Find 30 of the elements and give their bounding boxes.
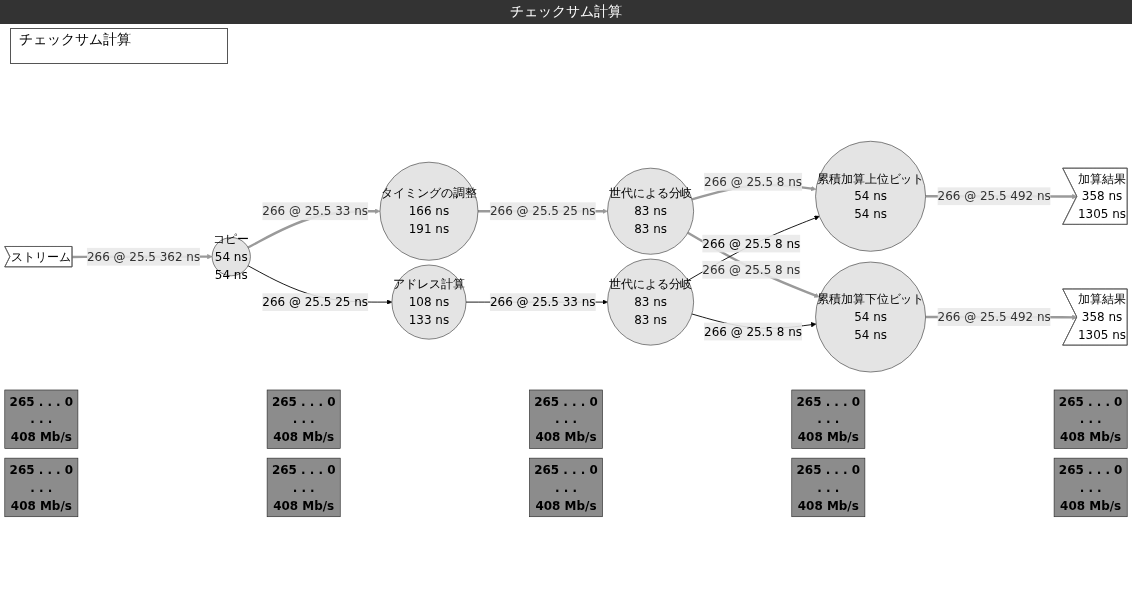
edge-label: 266 @ 25.5 492 ns: [937, 189, 1051, 204]
node-circle: タイミングの調整 166 ns 191 ns: [379, 161, 479, 261]
node-circle: 世代による分岐 83 ns 83 ns: [607, 258, 694, 346]
panel-label: チェックサム計算: [10, 28, 228, 64]
node-circle: 累積加算上位ビット 54 ns 54 ns: [815, 140, 926, 252]
window-title: チェックサム計算: [0, 0, 1132, 24]
node-box: 265 . . . 0 . . . 408 Mb/s: [791, 389, 866, 449]
edge-label: 266 @ 25.5 25 ns: [489, 204, 596, 219]
edge-label: 266 @ 25.5 33 ns: [489, 294, 596, 310]
edge-label: 266 @ 25.5 8 ns: [704, 324, 803, 339]
edge-label: 266 @ 25.5 8 ns: [702, 236, 801, 251]
node-box: 265 . . . 0 . . . 408 Mb/s: [1053, 389, 1128, 449]
edge-label: 266 @ 25.5 33 ns: [262, 204, 368, 219]
node-box: 265 . . . 0 . . . 408 Mb/s: [4, 389, 79, 449]
node-box: 265 . . . 0 . . . 408 Mb/s: [529, 457, 603, 518]
edge-label: 266 @ 25.5 492 ns: [937, 309, 1051, 325]
node-box: 265 . . . 0 . . . 408 Mb/s: [791, 457, 866, 518]
node-circle: 世代による分岐 83 ns 83 ns: [607, 167, 694, 255]
node-box: 265 . . . 0 . . . 408 Mb/s: [529, 389, 603, 449]
node-box: 265 . . . 0 . . . 408 Mb/s: [266, 457, 341, 518]
edge-label: 266 @ 25.5 8 ns: [702, 262, 801, 277]
node-box: 265 . . . 0 . . . 408 Mb/s: [1053, 457, 1128, 518]
node-label: コピー: [213, 231, 250, 246]
edge-label: 266 @ 25.5 362 ns: [86, 249, 201, 264]
node-circle: アドレス計算 108 ns 133 ns: [391, 264, 467, 340]
node-circle: 累積加算下位ビット 54 ns 54 ns: [815, 261, 926, 373]
node-box: 265 . . . 0 . . . 408 Mb/s: [266, 389, 341, 449]
edge-label: 266 @ 25.5 8 ns: [704, 174, 803, 189]
edge-label: 266 @ 25.5 25 ns: [262, 294, 368, 310]
node-box: 265 . . . 0 . . . 408 Mb/s: [4, 457, 79, 518]
